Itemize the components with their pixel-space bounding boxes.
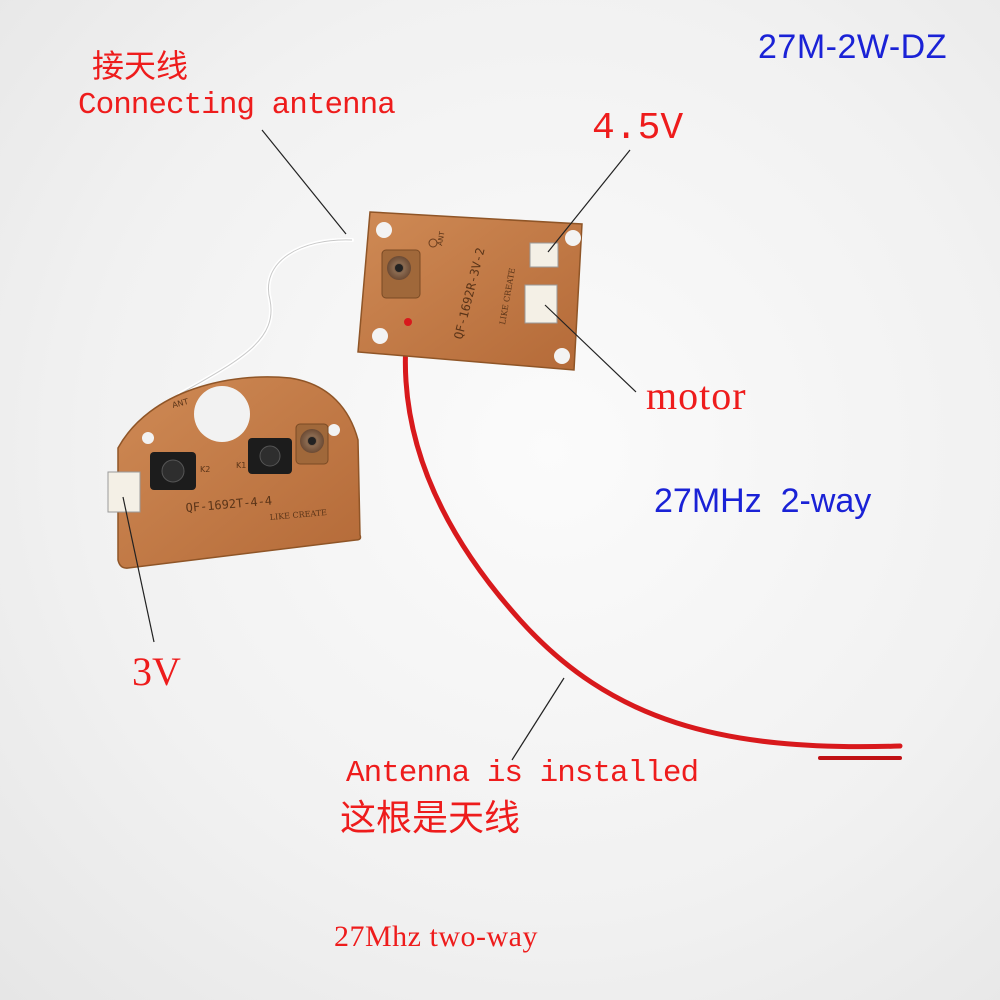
voltage-3v-label: 3V: [132, 649, 181, 694]
receiver-board-ant: ANT: [436, 230, 446, 246]
product-title: 27M-2W-DZ: [758, 28, 947, 66]
transmitter-board-k2: K2: [200, 465, 210, 474]
antenna-label-english: Connecting antenna: [78, 88, 396, 123]
receiver-board: [357, 211, 583, 371]
white-connecting-wire: [178, 237, 354, 396]
leader-line-antenna-installed: [511, 677, 565, 761]
leader-line-antenna: [261, 129, 347, 235]
antenna-installed-label-english: Antenna is installed: [346, 756, 699, 791]
leader-line-motor: [544, 304, 637, 393]
transmitter-board: [107, 376, 362, 569]
leader-line-4-5v: [547, 149, 631, 253]
leader-line-3v: [122, 496, 155, 643]
antenna-label-chinese: 接天线: [92, 48, 189, 84]
voltage-4-5v-label: 4.5V: [592, 107, 684, 150]
antenna-installed-label-chinese: 这根是天线: [340, 797, 521, 838]
transmitter-board-ant: ANT: [171, 397, 189, 410]
motor-label: motor: [646, 373, 747, 418]
footer-label: 27Mhz two-way: [334, 920, 538, 953]
red-antenna-wire: [402, 319, 903, 750]
frequency-label: 27MHz 2-way: [654, 482, 872, 520]
transmitter-board-k1: K1: [236, 461, 246, 470]
